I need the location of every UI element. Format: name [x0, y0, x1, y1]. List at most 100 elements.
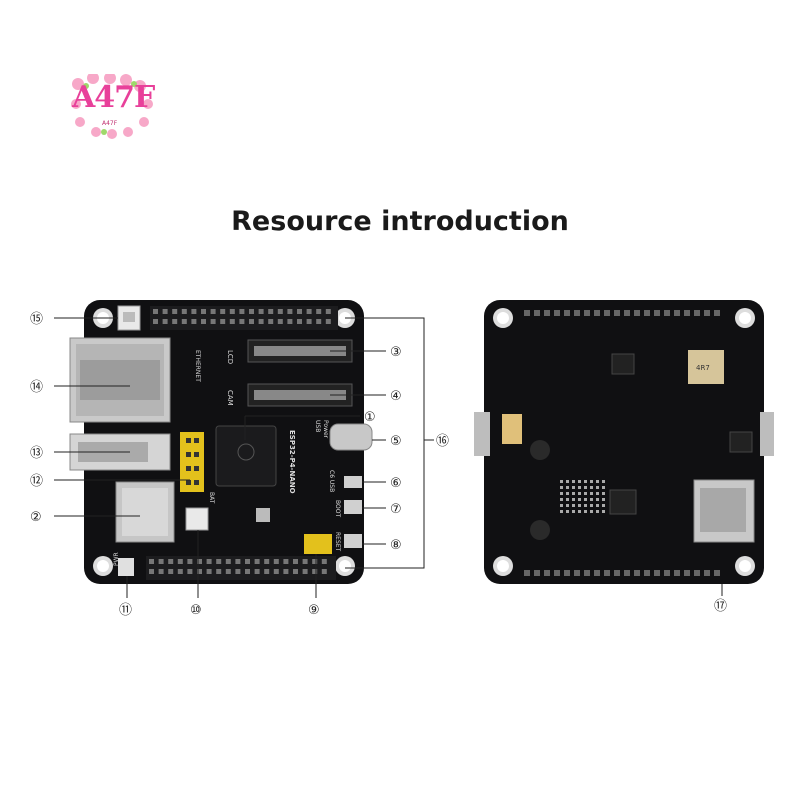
header-pin: [249, 319, 254, 324]
header-pin: [644, 310, 650, 316]
header-pin: [534, 310, 540, 316]
header-pin: [249, 309, 254, 314]
header-pin: [566, 486, 569, 489]
header-pin: [602, 486, 605, 489]
header-pin: [572, 486, 575, 489]
silk-c6-usb: C6 USB: [328, 470, 335, 492]
header-pin: [604, 310, 610, 316]
header-pin: [602, 504, 605, 507]
header-pin: [235, 559, 241, 564]
header-pin: [201, 319, 206, 324]
header-pin: [210, 319, 216, 324]
brand-logo: A47F A47F: [68, 72, 158, 140]
header-pin: [191, 319, 197, 324]
header-pin: [560, 498, 563, 501]
header-pin: [287, 309, 293, 314]
flower-border: [71, 72, 153, 139]
header-pin: [654, 570, 660, 576]
header-pin: [191, 309, 197, 314]
header-pin: [590, 504, 593, 507]
header-pin: [181, 319, 187, 324]
callout-16: ⑯: [436, 434, 449, 449]
header-pin: [181, 309, 187, 314]
header-pin: [158, 559, 164, 564]
page-title: Resource introduction: [231, 206, 569, 237]
header-pin: [584, 480, 587, 483]
header-pin: [590, 510, 593, 513]
header-pin: [624, 310, 630, 316]
silk-lcd: LCD: [226, 350, 234, 364]
header-pin: [584, 504, 587, 507]
header-pin: [634, 310, 640, 316]
header-pin: [596, 480, 599, 483]
header-pin: [254, 559, 260, 564]
silk-usb: USB: [314, 420, 321, 432]
header-pin: [293, 559, 298, 564]
header-pin: [596, 498, 599, 501]
header-pin: [168, 559, 174, 564]
header-pin: [229, 319, 235, 324]
header-pin: [584, 510, 587, 513]
header-pin: [153, 319, 158, 324]
header-pin: [554, 310, 560, 316]
header-pin: [572, 504, 575, 507]
callout-14: ⑭: [30, 380, 43, 395]
header-pin: [566, 510, 569, 513]
header-pin: [293, 569, 298, 574]
header-pin: [264, 569, 270, 574]
header-pin: [674, 310, 680, 316]
silk-bat: BAT: [208, 492, 215, 504]
header-pin: [201, 309, 206, 314]
header-pin: [578, 510, 581, 513]
header-pin: [316, 309, 322, 314]
header-pin: [560, 480, 563, 483]
header-pin: [574, 310, 580, 316]
callout-6: ⑥: [390, 476, 402, 491]
header-pin: [694, 570, 700, 576]
header-pin: [283, 569, 289, 574]
header-pin: [684, 310, 690, 316]
header-pin: [325, 309, 331, 314]
header-pin: [316, 319, 322, 324]
header-pin: [297, 309, 302, 314]
logo-subtext: A47F: [102, 120, 118, 127]
callout-15: ⑮: [30, 312, 43, 327]
header-pin: [524, 570, 530, 576]
header-pin: [560, 486, 563, 489]
header-pin: [614, 570, 620, 576]
header-pin: [564, 570, 570, 576]
header-pin: [596, 504, 599, 507]
header-pin: [560, 510, 563, 513]
header-pin: [245, 569, 250, 574]
header-pin: [197, 559, 202, 564]
header-pin: [584, 498, 587, 501]
header-pin: [273, 559, 279, 564]
callout-2: ②: [30, 510, 42, 525]
header-pin: [596, 486, 599, 489]
silk-boot: BOOT: [334, 500, 341, 517]
header-pin: [225, 569, 231, 574]
header-pin: [302, 569, 308, 574]
header-pin: [584, 570, 590, 576]
header-pin: [644, 570, 650, 576]
header-pin: [584, 310, 590, 316]
header-pin: [306, 309, 312, 314]
header-pin: [572, 492, 575, 495]
header-pin: [268, 309, 274, 314]
header-pin: [206, 569, 212, 574]
header-pin: [578, 504, 581, 507]
header-pin: [566, 492, 569, 495]
header-pin: [714, 570, 720, 576]
logo-text: A47F: [72, 80, 155, 115]
callout-17: ⑰: [714, 599, 727, 614]
header-pin: [572, 498, 575, 501]
header-pin: [584, 486, 587, 489]
header-pin: [674, 570, 680, 576]
header-pin: [584, 492, 587, 495]
header-pin: [225, 559, 231, 564]
header-pin: [302, 559, 308, 564]
front-board: LCD CAM ETHERNET ESP32-P4-NANO USB Power…: [69, 300, 373, 584]
header-pin: [325, 319, 331, 324]
header-pin: [258, 309, 264, 314]
header-pin: [524, 310, 530, 316]
